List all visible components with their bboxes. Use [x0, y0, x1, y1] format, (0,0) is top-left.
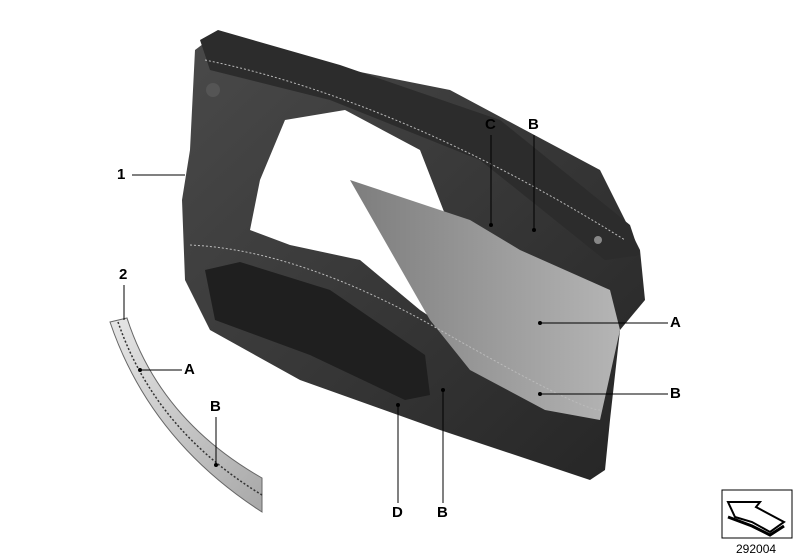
diagram-number: 292004 — [736, 542, 777, 556]
stitch-line — [204, 59, 626, 241]
label-part-1: 1 — [117, 166, 126, 183]
label-b-top: B — [528, 116, 539, 133]
label-b-bottom: B — [437, 504, 448, 521]
door-opening — [250, 110, 455, 330]
handle-trim — [109, 317, 263, 513]
label-part-2: 2 — [119, 266, 128, 283]
label-b-right: B — [670, 385, 681, 402]
label-c: C — [485, 116, 496, 133]
door-top-cap — [200, 30, 640, 260]
label-d: D — [392, 504, 403, 521]
label-b-trim: B — [210, 398, 221, 415]
arrow-direction-icon — [721, 489, 793, 539]
stitch-line — [189, 244, 601, 411]
leader-lines — [123, 135, 668, 503]
insert-a — [350, 180, 620, 420]
map-pocket — [205, 262, 430, 400]
label-a-trim: A — [184, 361, 195, 378]
label-a-right: A — [670, 314, 681, 331]
